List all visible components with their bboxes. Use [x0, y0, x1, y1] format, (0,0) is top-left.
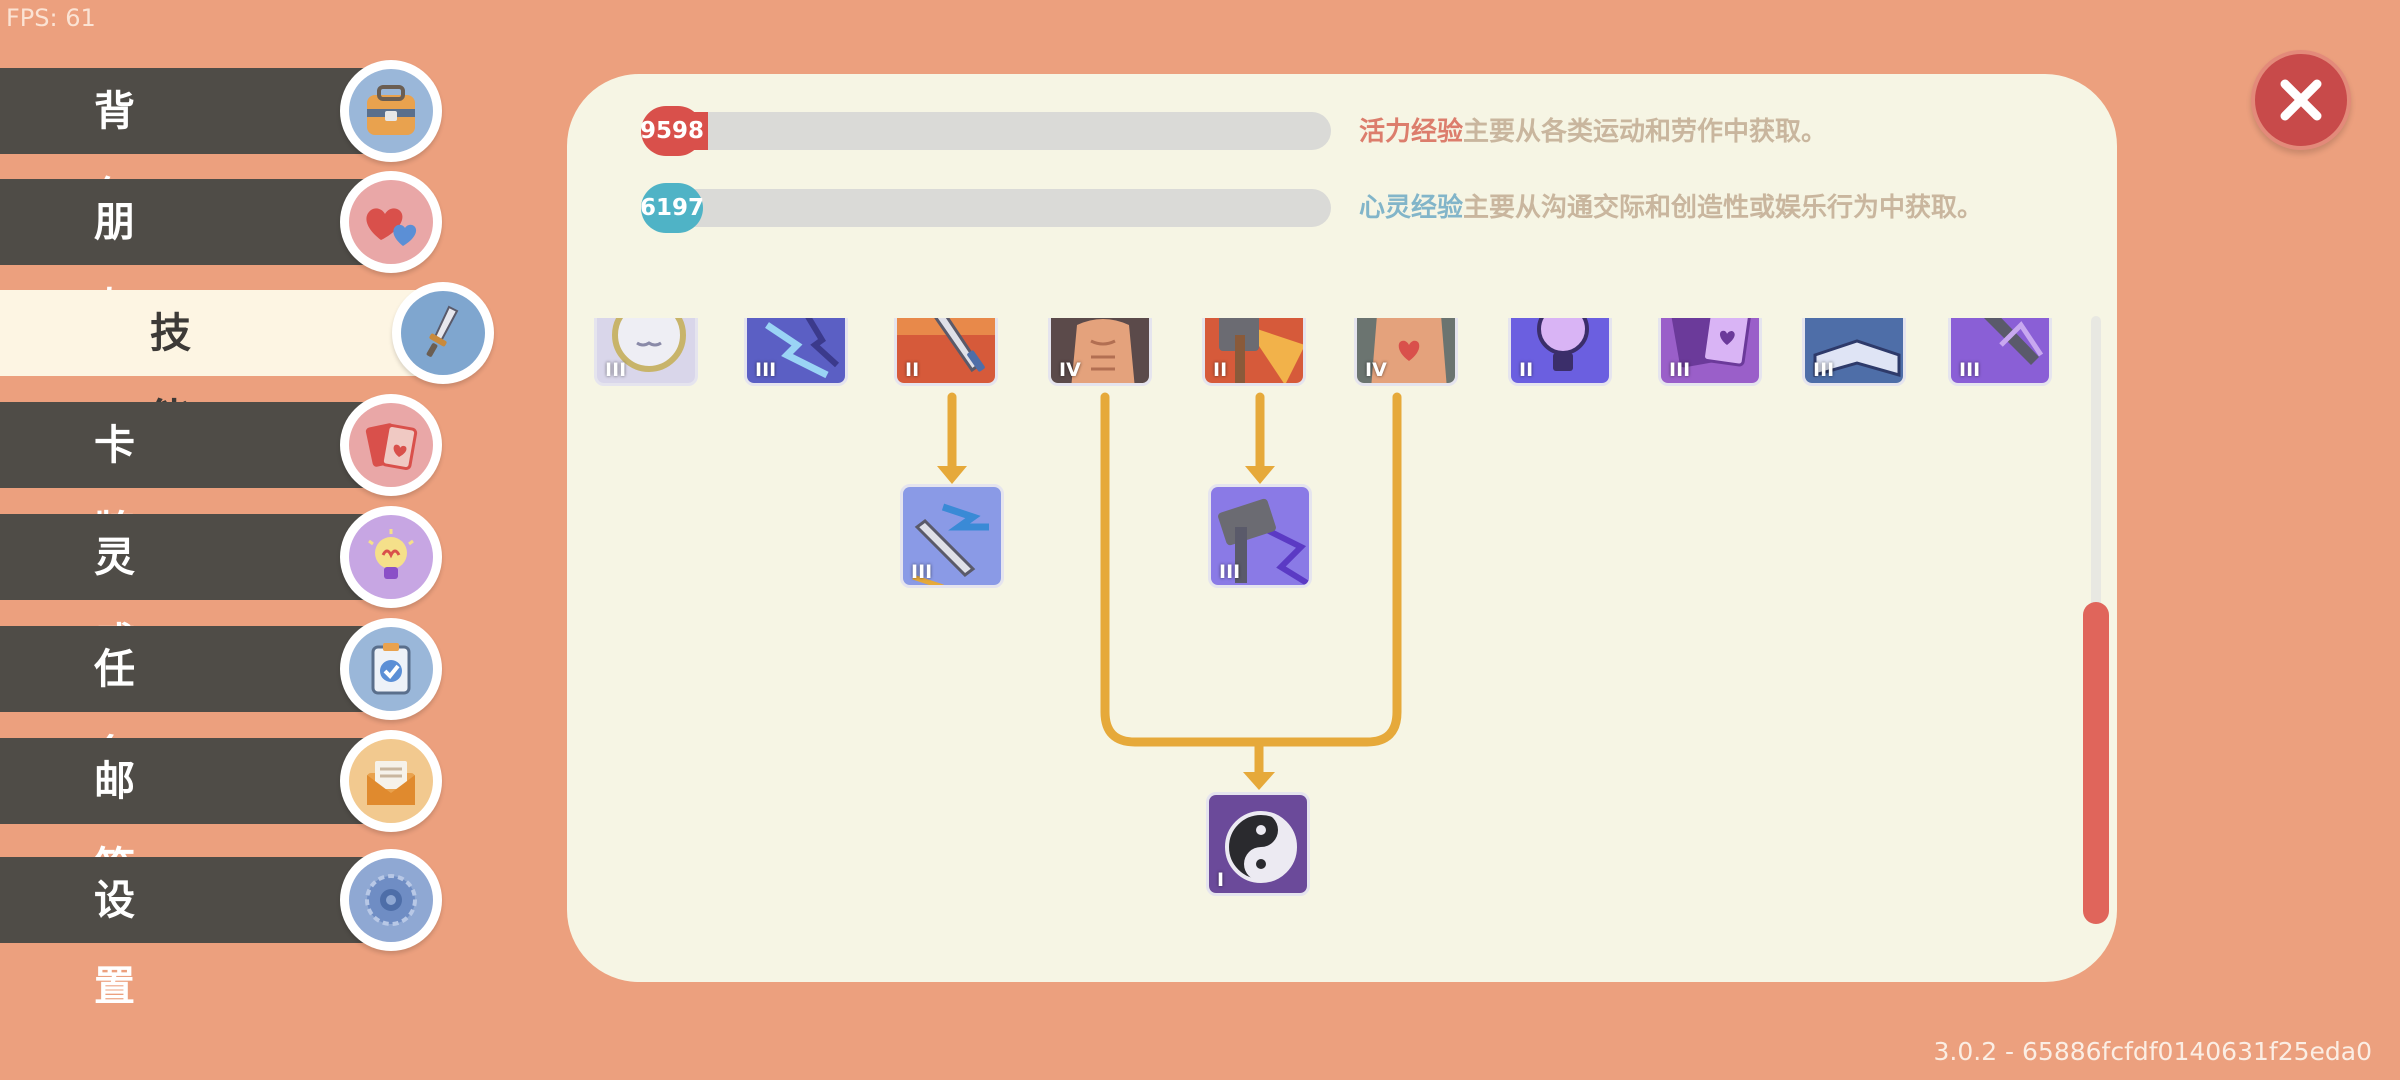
skill-level: III — [1813, 359, 1835, 381]
hearts-icon — [340, 171, 442, 273]
skill-heart-body[interactable]: IV — [1354, 318, 1458, 386]
sword-skill-icon — [897, 318, 995, 383]
scrollbar-thumb[interactable] — [2083, 602, 2109, 924]
skill-level: IV — [1059, 359, 1081, 381]
sidebar-item-label: 卡牌 — [94, 421, 137, 555]
sidebar-item-bar — [0, 857, 380, 943]
book-skill-icon — [1805, 318, 1903, 383]
fps-counter: FPS: 61 — [6, 4, 96, 32]
skill-level: III — [755, 359, 777, 381]
skill-level: II — [1519, 359, 1534, 381]
axe-lightning-skill-icon — [1211, 487, 1309, 585]
sidebar-item-bar — [0, 179, 380, 265]
sidebar-item-bar — [0, 738, 380, 824]
spirit-xp-value: 6197 — [640, 183, 704, 233]
skills-panel: 9598 活力经验主要从各类运动和劳作中获取。 6197 心灵经验主要从沟通交际… — [567, 74, 2117, 982]
sidebar-item-bar — [0, 290, 430, 376]
sidebar-item-label: 邮箱 — [94, 757, 137, 891]
spirit-xp-track — [661, 189, 1331, 227]
skill-shadow-blade[interactable]: III — [1948, 318, 2052, 386]
vitality-xp-highlight: 活力经验 — [1359, 117, 1464, 147]
skill-yin-yang[interactable]: I — [1206, 792, 1310, 896]
skill-level: IV — [1365, 359, 1387, 381]
skill-level: III — [1669, 359, 1691, 381]
shield-skill-icon — [597, 318, 695, 383]
skill-level: II — [905, 359, 920, 381]
skill-level: I — [1217, 869, 1225, 891]
skill-book[interactable]: III — [1802, 318, 1906, 386]
skill-cards[interactable]: III — [1658, 318, 1762, 386]
lightning-skill-icon — [747, 318, 845, 383]
skill-axe[interactable]: II — [1202, 318, 1306, 386]
skill-sword-upgrade[interactable]: III — [900, 484, 1004, 588]
skill-shield[interactable]: III — [594, 318, 698, 386]
vitality-xp-description: 活力经验主要从各类运动和劳作中获取。 — [1359, 111, 1827, 148]
spirit-xp-description: 心灵经验主要从沟通交际和创造性或娱乐行为中获取。 — [1359, 187, 1983, 224]
sidebar-item-label: 朋友 — [94, 198, 137, 332]
gear-icon — [340, 849, 442, 951]
skill-body-strength[interactable]: IV — [1048, 318, 1152, 386]
sidebar-item-label: 任务 — [94, 645, 137, 779]
lightbulb-icon — [340, 506, 442, 608]
envelope-icon — [340, 730, 442, 832]
skill-idea[interactable]: II — [1508, 318, 1612, 386]
sidebar-item-label: 技能 — [150, 309, 193, 443]
shadow-blade-skill-icon — [1951, 318, 2049, 383]
sidebar-item-bar — [0, 514, 380, 600]
skill-lightning[interactable]: III — [744, 318, 848, 386]
vitality-xp-text: 主要从各类运动和劳作中获取。 — [1463, 117, 1828, 147]
skill-axe-upgrade[interactable]: III — [1208, 484, 1312, 588]
spirit-xp-highlight: 心灵经验 — [1359, 193, 1464, 223]
axe-skill-icon — [1205, 318, 1303, 383]
backpack-icon — [340, 60, 442, 162]
sidebar-item-label: 设置 — [94, 876, 137, 1010]
version-label: 3.0.2 - 65886fcfdf0140631f25eda0 — [1933, 1037, 2372, 1066]
yin-yang-skill-icon — [1209, 795, 1307, 893]
cards-icon — [340, 394, 442, 496]
sidebar-item-bar — [0, 68, 380, 154]
skill-level: III — [605, 359, 627, 381]
heart-body-skill-icon — [1357, 318, 1455, 383]
close-button[interactable] — [2251, 50, 2351, 150]
muscle-skill-icon — [1051, 318, 1149, 383]
sword-icon — [392, 282, 494, 384]
sidebar-item-label: 背包 — [94, 87, 137, 221]
skill-top-row: III III II IV — [567, 318, 2117, 468]
skill-level: III — [911, 561, 933, 583]
skill-sword[interactable]: II — [894, 318, 998, 386]
vitality-xp-value: 9598 — [640, 106, 704, 156]
skill-level: III — [1219, 561, 1241, 583]
spirit-xp-text: 主要从沟通交际和创造性或娱乐行为中获取。 — [1463, 193, 1984, 223]
clipboard-check-icon — [340, 618, 442, 720]
sidebar-item-bar — [0, 402, 380, 488]
sword-lightning-skill-icon — [903, 487, 1001, 585]
idea-skill-icon — [1511, 318, 1609, 383]
sidebar-item-label: 灵感 — [94, 533, 137, 667]
close-icon — [2280, 79, 2322, 121]
skill-connectors — [937, 392, 1402, 790]
cards-skill-icon — [1661, 318, 1759, 383]
sidebar-item-bar — [0, 626, 380, 712]
skill-level: II — [1213, 359, 1228, 381]
skill-level: III — [1959, 359, 1981, 381]
